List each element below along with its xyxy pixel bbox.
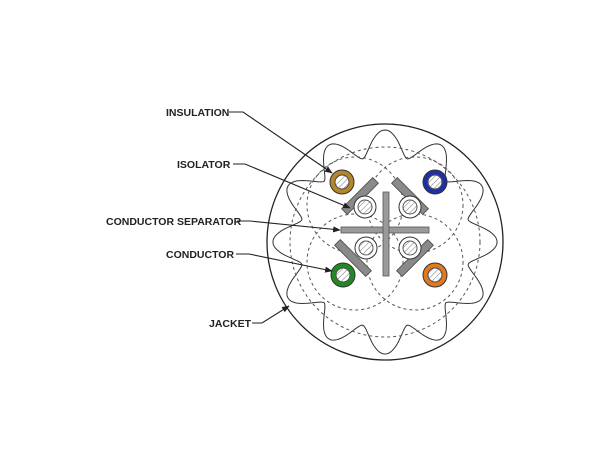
label-isolator: ISOLATOR xyxy=(177,159,231,171)
label-conductor: CONDUCTOR xyxy=(166,249,234,261)
coloured-conductors xyxy=(329,169,448,288)
leader-lines xyxy=(229,111,351,324)
label-insulation: INSULATION xyxy=(166,107,229,119)
label-conductor-separator: CONDUCTOR SEPARATOR xyxy=(106,216,242,228)
label-jacket: JACKET xyxy=(209,318,252,330)
jacket-inner-profile xyxy=(272,129,498,355)
inner-conductors xyxy=(353,195,422,260)
conductor-separator xyxy=(340,191,430,277)
